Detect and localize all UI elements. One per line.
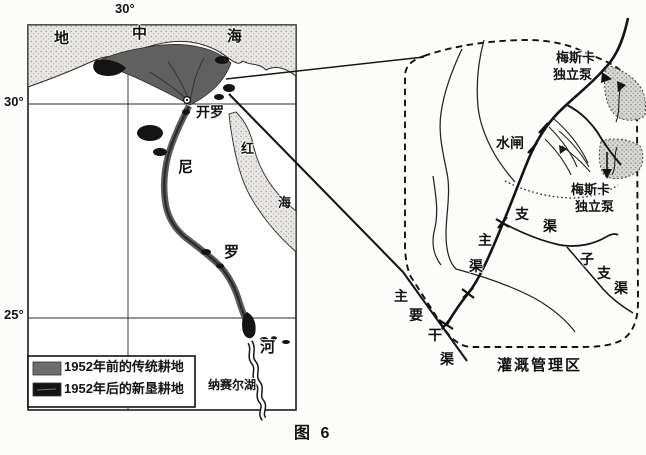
sub-branch-canal-char: 渠	[614, 280, 628, 296]
pump-area-1	[603, 64, 646, 121]
zoom-connector-upper	[225, 56, 425, 80]
figure-caption: 图 6	[294, 425, 333, 442]
meridian-label: 30°	[115, 1, 135, 16]
red-sea	[228, 111, 297, 254]
nile-delta-traditional	[94, 44, 232, 106]
pump-label-1-line2: 独立泵	[553, 67, 593, 82]
latitude-label-30: 30°	[4, 94, 24, 109]
mediterranean-char: 海	[227, 28, 243, 45]
irrigation-district-label: 灌溉管理区	[497, 357, 583, 374]
legend-item-label-new: 1952年后的新垦耕地	[64, 381, 184, 396]
pump-label-1-line1: 梅斯卡	[556, 50, 596, 65]
field-ditch-lines	[432, 39, 576, 333]
mediterranean-char: 中	[132, 25, 148, 42]
new-farmland-patches	[93, 56, 290, 344]
branch-canal-line	[504, 223, 619, 247]
pump-2-arrowhead	[602, 169, 612, 179]
pump-label-2-line2: 独立泵	[575, 199, 615, 214]
latitude-label-25: 25°	[4, 307, 24, 322]
legend-swatch-traditional	[32, 361, 62, 376]
main-canal-char: 主	[478, 232, 492, 248]
gate-ticks	[438, 122, 549, 331]
legend-box	[27, 355, 196, 408]
trunk-canal-char: 要	[409, 307, 423, 323]
sub-branch-canal-char: 子	[580, 251, 594, 267]
sub-branch-canal-line	[566, 246, 634, 314]
nile-char: 尼	[178, 159, 194, 176]
sub-branch-canal-char: 支	[597, 265, 611, 281]
trunk-canal-char: 主	[394, 288, 408, 304]
lake-nasser-label: 纳赛尔湖	[208, 378, 257, 392]
pump-zone-dotted-boundary	[504, 180, 619, 199]
red-sea-char: 红	[241, 141, 255, 156]
pump-area-2	[598, 138, 644, 180]
mediterranean-sea	[27, 24, 297, 88]
trunk-canal-char: 干	[428, 327, 442, 343]
cairo-symbol	[182, 95, 192, 105]
lake-nasser	[247, 340, 267, 421]
main-canal-char: 渠	[469, 258, 483, 274]
cairo-label: 开罗	[196, 104, 224, 120]
irrigation-district-border	[404, 39, 639, 348]
branch-canal-char: 渠	[543, 218, 557, 234]
nile-char: 河	[260, 339, 276, 356]
pump-feeder-line	[566, 104, 622, 166]
mediterranean-char: 地	[54, 30, 70, 47]
legend-item-label-traditional: 1952年前的传统耕地	[64, 359, 184, 374]
sluice-label: 水闸	[496, 135, 524, 151]
nile-char: 罗	[224, 244, 240, 261]
red-sea-char: 海	[278, 195, 292, 210]
pump-label-2-line1: 梅斯卡	[571, 182, 611, 197]
branch-canal-char: 支	[515, 206, 529, 222]
pump-arrows	[559, 72, 626, 154]
trunk-canal-char: 渠	[440, 351, 454, 367]
nile-river-core	[163, 105, 254, 335]
